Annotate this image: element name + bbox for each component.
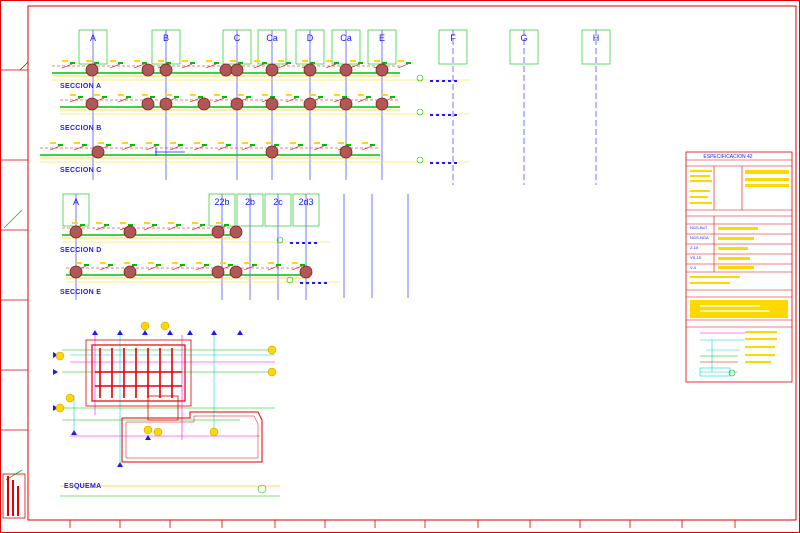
fixture-node [339,63,353,77]
revision-stamp [2,473,26,519]
fixture-node [303,63,317,77]
fixture-node [85,97,99,111]
section-run [66,262,340,284]
grid-axis-box [509,29,539,65]
fixture-node [85,63,99,77]
section-a-label: SECCION A [60,83,101,90]
fixture-node [159,97,173,111]
fixture-node [265,63,279,77]
legend-header: ESPECIFICACION 42 [703,154,752,160]
section-b-label: SECCION B [60,125,102,132]
fixture-node [159,63,173,77]
section-run [60,94,470,116]
grid-axis-label: F [450,33,456,43]
fixture-node [230,63,244,77]
fixture-node [123,225,137,239]
grid-axis-label: C [234,33,241,43]
legend-code-2: NGS-NGA [690,235,709,240]
fixture-node [375,97,389,111]
fixture-node [211,225,225,239]
fixture-node [219,63,233,77]
fixture-node [229,225,243,239]
section-pipe-runs [40,60,470,284]
grid-axis-box [264,193,292,227]
grid-axis-label: Ca [266,33,278,43]
fixture-node [265,145,279,159]
section-e-label: SECCION E [60,289,101,296]
grid-axis-label: Ca [340,33,352,43]
left-ruler [0,61,29,431]
legend-code-4: VS-15 [690,255,702,260]
grid-axis-label: 2d3 [298,197,313,207]
grid-axis-box [208,193,236,227]
legend-code-5: V-4 [690,265,697,270]
grid-axis-box [438,29,468,65]
fixture-node [123,265,137,279]
fixture-node [141,63,155,77]
schematic-plan [53,321,280,497]
fixture-node [197,97,211,111]
grid-axis-label: 22b [214,197,229,207]
legend-code-3: Z-15 [690,245,699,250]
grid-axis-label: 2c [273,197,283,207]
grid-axis-label: A [73,197,79,207]
grid-axis-box [581,29,611,65]
grid-axis-label: G [520,33,527,43]
grid-axis-box [292,193,320,227]
grid-axis-label: B [163,33,169,43]
fixture-node [339,97,353,111]
fixture-node [299,265,313,279]
fixture-node [375,63,389,77]
grid-axis-labels: A B C Ca D Ca E F G H A 22b 2b 2c 2d3 [73,33,599,207]
schematic-title: ESQUEMA [64,483,102,490]
grid-axis-label: 2b [245,197,255,207]
grid-axis-label: H [593,33,600,43]
fixture-node [141,97,155,111]
legend-panel [685,151,793,383]
fixture-node [69,225,83,239]
fixture-node [303,97,317,111]
fixture-node [211,265,225,279]
section-run [40,142,470,164]
drawing-border [27,5,797,521]
grid-axis-label: E [379,33,385,43]
fixture-node [265,97,279,111]
legend-code-1: NGS-BoT [690,225,708,230]
left-margin-marks [3,209,23,481]
section-d-label: SECCION D [60,247,102,254]
grid-axis-label: D [307,33,314,43]
fixture-node [339,145,353,159]
fixture-node [69,265,83,279]
section-c-label: SECCION C [60,167,102,174]
fixture-node [229,265,243,279]
grid-axis-box [236,193,264,227]
bottom-ruler [69,520,736,528]
section-run [62,222,330,244]
fixture-node [91,145,105,159]
grid-axis-heads [62,29,611,227]
grid-axis-label: A [90,33,96,43]
fixture-node [230,97,244,111]
section-run [52,60,470,82]
